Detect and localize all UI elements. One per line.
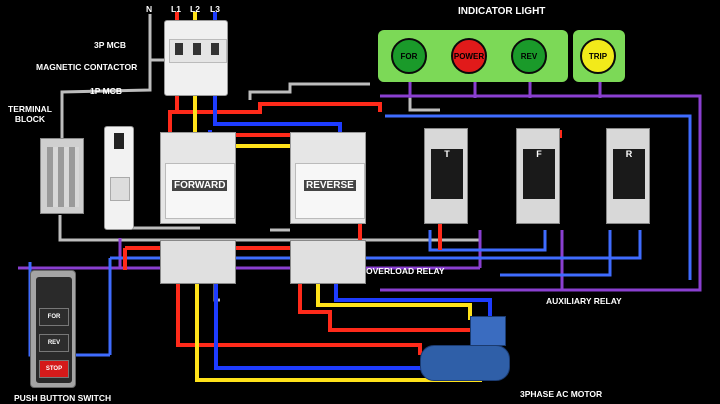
label-forward: FORWARD — [172, 180, 228, 191]
lamp-trip: TRIP — [580, 38, 616, 74]
button-stop[interactable]: STOP — [39, 360, 69, 378]
label-terminal-block: TERMINAL BLOCK — [8, 104, 52, 124]
label-l1: L1 — [171, 4, 181, 14]
aux-relay-r: R — [606, 128, 650, 224]
ac-motor — [420, 345, 510, 381]
mcb-3p[interactable] — [164, 20, 228, 96]
button-rev[interactable]: REV — [39, 334, 69, 352]
motor-terminal-box — [470, 316, 506, 346]
label-l3: L3 — [210, 4, 220, 14]
overload-relay-forward — [160, 240, 236, 284]
label-3p-mcb: 3P MCB — [94, 40, 126, 50]
label-overload: OVERLOAD RELAY — [366, 266, 445, 276]
relay-f-label: F — [536, 149, 542, 159]
aux-wires — [18, 80, 702, 292]
label-1p-mcb: 1P MCB — [90, 86, 122, 96]
lamp-rev: REV — [511, 38, 547, 74]
overload-relay-reverse — [290, 240, 366, 284]
label-n: N — [146, 4, 153, 14]
aux-relay-t: T — [424, 128, 468, 224]
label-contactor: MAGNETIC CONTACTOR — [36, 62, 138, 72]
label-motor: 3PHASE AC MOTOR — [520, 389, 603, 399]
lamp-power: POWER — [451, 38, 487, 74]
indicator-title: INDICATOR LIGHT — [458, 6, 546, 17]
lamp-for: FOR — [391, 38, 427, 74]
label-l2: L2 — [190, 4, 200, 14]
label-reverse: REVERSE — [304, 180, 356, 191]
button-for[interactable]: FOR — [39, 308, 69, 326]
aux-relay-f: F — [516, 128, 560, 224]
relay-r-label: R — [625, 149, 633, 159]
relay-t-label: T — [444, 149, 450, 159]
mcb-1p[interactable] — [104, 126, 134, 230]
label-push-button: PUSH BUTTON SWITCH — [14, 393, 112, 403]
terminal-block — [40, 138, 84, 214]
contactor-reverse — [290, 132, 366, 224]
label-aux: AUXILIARY RELAY — [546, 296, 622, 306]
contactor-forward — [160, 132, 236, 224]
